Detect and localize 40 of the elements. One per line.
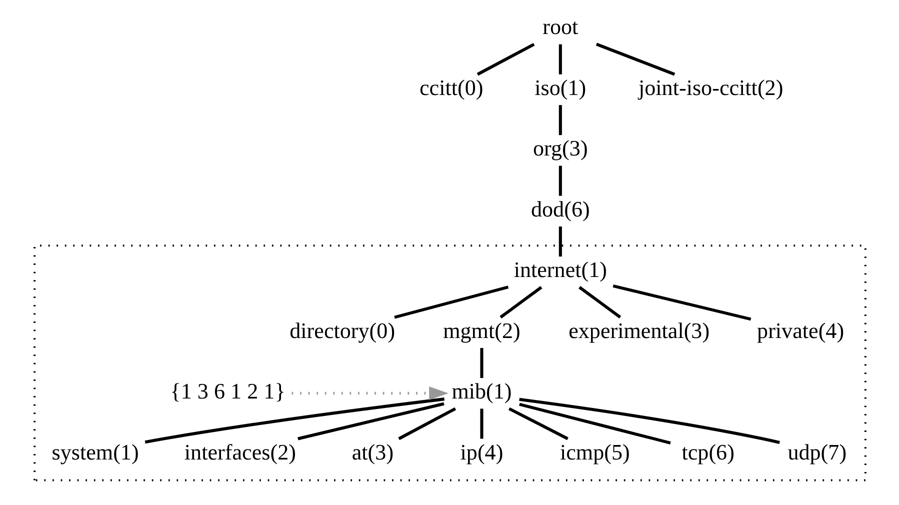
cluster [33, 244, 866, 482]
node-text: system(1) [51, 439, 138, 464]
connector [558, 166, 562, 196]
node-text: {1 3 6 1 2 1} [170, 378, 285, 404]
node-text: internet(1) [513, 257, 607, 282]
node-text: experimental(3) [568, 318, 710, 343]
connector [476, 42, 534, 76]
connector [508, 407, 568, 440]
connector [499, 286, 542, 318]
connector [480, 408, 483, 439]
connector [612, 284, 751, 321]
node-text: udp(7) [787, 439, 846, 464]
node-text: iso(1) [534, 74, 586, 100]
node-text: mgmt(2) [442, 318, 520, 343]
node-text: ip(4) [460, 439, 503, 464]
arrow [291, 386, 448, 400]
node-text: org(3) [532, 136, 588, 161]
connector [558, 105, 562, 136]
connector [578, 286, 621, 318]
node-text: interfaces(2) [184, 439, 296, 464]
node-text: tcp(6) [681, 439, 734, 464]
node-text: joint-iso-ccitt(2) [638, 74, 783, 100]
connector [518, 398, 780, 444]
connector [144, 398, 444, 444]
node-text: private(4) [756, 318, 844, 343]
connector [558, 44, 562, 74]
connector [394, 286, 508, 319]
connector [398, 407, 456, 440]
node-text: root [542, 14, 578, 40]
connector [297, 402, 444, 440]
node-text: directory(0) [289, 318, 395, 343]
connector [558, 226, 562, 257]
node-text: ccitt(0) [419, 74, 483, 100]
connector [595, 42, 675, 76]
node-text: mib(1) [451, 378, 512, 404]
node-text: dod(6) [530, 196, 590, 222]
node-text: at(3) [351, 439, 394, 464]
node-text: icmp(5) [559, 439, 630, 464]
connector [518, 402, 670, 444]
connector [480, 348, 483, 378]
